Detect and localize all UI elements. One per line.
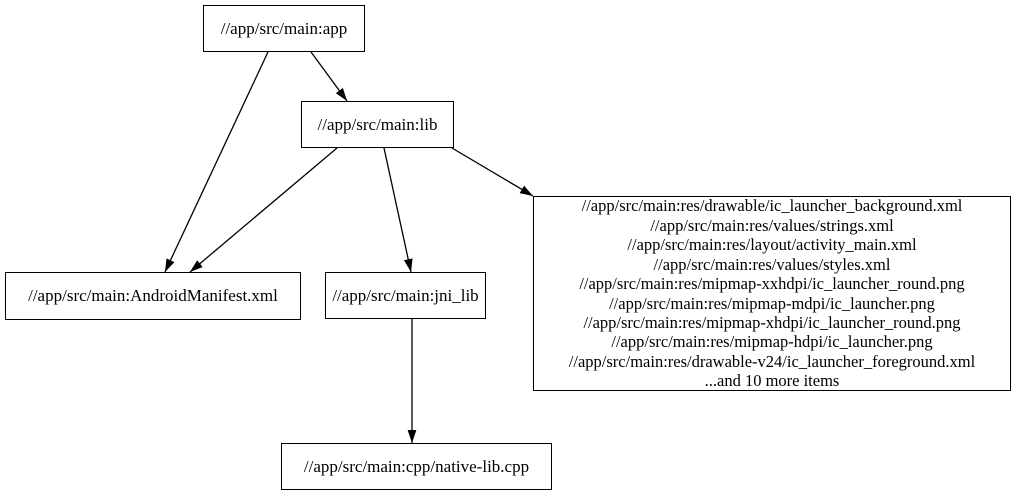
- node-jni-lib: //app/src/main:jni_lib: [325, 272, 486, 319]
- node-lib-label: //app/src/main:lib: [317, 114, 438, 134]
- node-res-group: //app/src/main:res/drawable/ic_launcher_…: [533, 196, 1011, 391]
- node-lib: //app/src/main:lib: [301, 101, 454, 148]
- node-native-lib-cpp-label: //app/src/main:cpp/native-lib.cpp: [303, 456, 530, 476]
- node-android-manifest-label: //app/src/main:AndroidManifest.xml: [28, 286, 278, 305]
- edge-lib-to-jni-lib: [383, 147, 413, 273]
- node-native-lib-cpp: //app/src/main:cpp/native-lib.cpp: [281, 443, 552, 490]
- edge-app-to-manifest: [164, 51, 269, 273]
- res-more-items: ...and 10 more items: [704, 371, 840, 391]
- res-item: //app/src/main:res/mipmap-xxhdpi/ic_laun…: [579, 274, 965, 294]
- res-item: //app/src/main:res/values/styles.xml: [653, 254, 891, 274]
- res-item: //app/src/main:res/mipmap-hdpi/ic_launch…: [611, 332, 933, 352]
- res-item: //app/src/main:res/layout/activity_main.…: [627, 235, 917, 255]
- node-jni-lib-label: //app/src/main:jni_lib: [332, 285, 479, 305]
- node-app-label: //app/src/main:app: [220, 18, 348, 38]
- node-app: //app/src/main:app: [203, 5, 365, 52]
- edge-lib-to-res-group: [451, 147, 534, 197]
- node-android-manifest: //app/src/main:AndroidManifest.xml: [5, 272, 301, 320]
- res-item: //app/src/main:res/mipmap-mdpi/ic_launch…: [609, 293, 935, 313]
- res-item: //app/src/main:res/values/strings.xml: [650, 215, 894, 235]
- res-item: //app/src/main:res/mipmap-xhdpi/ic_launc…: [583, 312, 961, 332]
- edge-lib-to-manifest: [189, 147, 338, 273]
- res-item: //app/src/main:res/drawable-v24/ic_launc…: [568, 351, 976, 371]
- edge-app-to-lib: [310, 51, 348, 102]
- res-item: //app/src/main:res/drawable/ic_launcher_…: [581, 196, 963, 216]
